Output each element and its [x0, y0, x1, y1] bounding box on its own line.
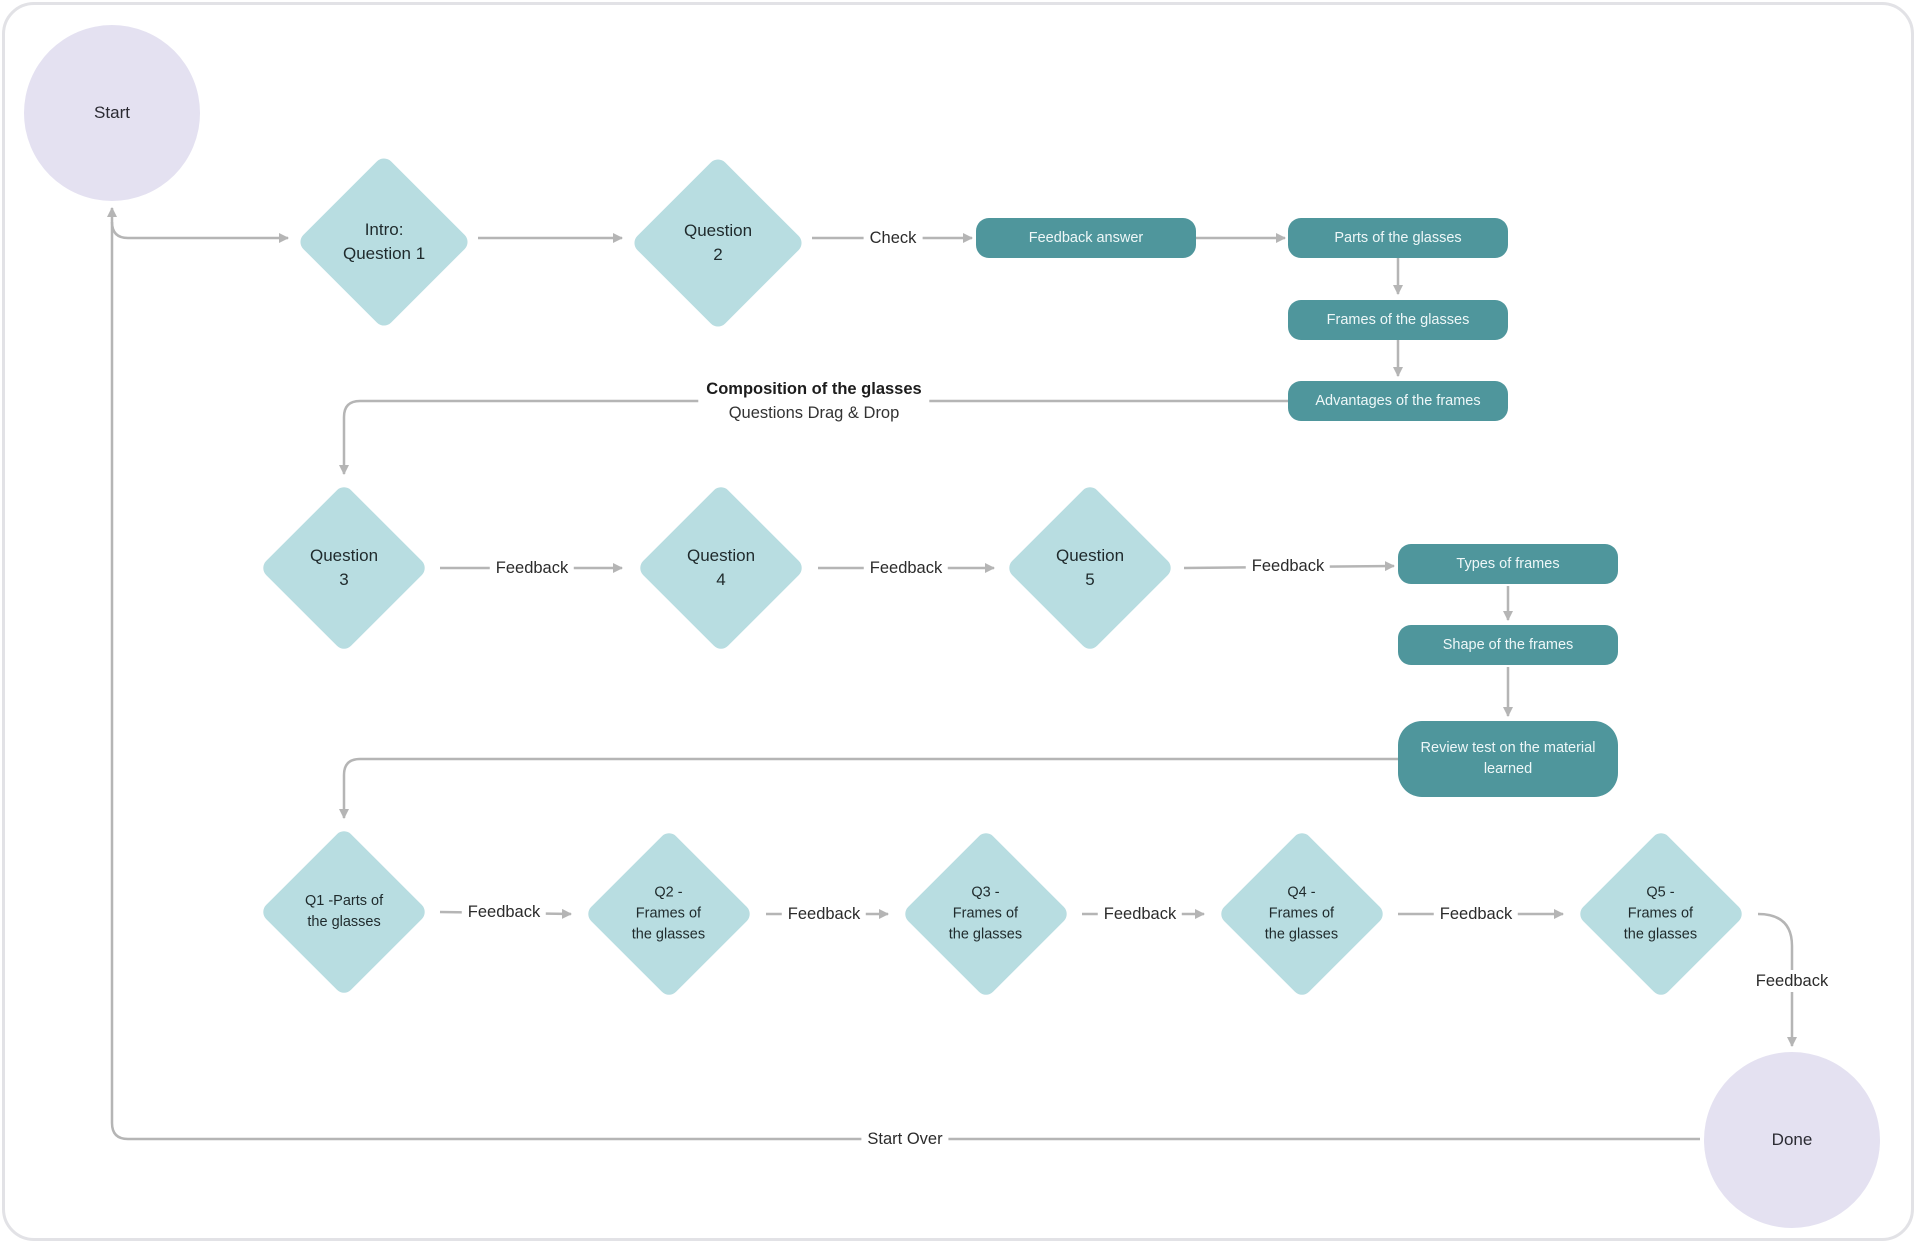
question-3-label: Question 3: [309, 545, 379, 589]
edge-start-intro: [110, 221, 289, 243]
check-label: Check: [863, 227, 923, 249]
feedback-label-q4-q5: Feedback: [863, 557, 949, 579]
parts-of-glasses-box[interactable]: Parts of the glasses: [1288, 218, 1508, 258]
start-over-label: Start Over: [861, 1128, 949, 1150]
edge-start-over: [107, 207, 1700, 1141]
frames-of-glasses-box[interactable]: Frames of the glasses: [1288, 300, 1508, 340]
feedback-label-rq2-rq3: Feedback: [781, 903, 867, 925]
types-of-frames-box[interactable]: Types of frames: [1398, 544, 1618, 584]
feedback-label-rq5-done: Feedback: [1749, 970, 1835, 992]
review-q4-label: Q4 - Frames of the glasses: [1265, 884, 1339, 943]
advantages-of-frames-box[interactable]: Advantages of the frames: [1288, 381, 1508, 421]
composition-title: Composition of the glasses: [706, 380, 922, 398]
feedback-label-rq1-rq2: Feedback: [461, 901, 547, 923]
feedback-label-rq3-rq4: Feedback: [1097, 903, 1183, 925]
feedback-answer-box[interactable]: Feedback answer: [976, 218, 1196, 258]
review-q2-label: Q2 - Frames of the glasses: [632, 884, 706, 943]
done-node[interactable]: Done: [1704, 1052, 1880, 1228]
edge-review-rq1: [339, 757, 1398, 819]
start-node[interactable]: Start: [24, 25, 200, 201]
composition-subtitle: Questions Drag & Drop: [728, 404, 900, 422]
composition-section-label: Composition of the glasses Questions Dra…: [698, 377, 930, 425]
review-q5-label: Q5 - Frames of the glasses: [1624, 884, 1698, 943]
intro-question-1-label: Intro: Question 1: [342, 219, 426, 263]
question-5-label: Question 5: [1055, 545, 1125, 589]
feedback-label-rq4-rq5: Feedback: [1433, 903, 1519, 925]
review-q3-label: Q3 - Frames of the glasses: [949, 884, 1023, 943]
shape-of-frames-box[interactable]: Shape of the frames: [1398, 625, 1618, 665]
feedback-label-q3-q4: Feedback: [489, 557, 575, 579]
review-test-box[interactable]: Review test on the material learned: [1398, 721, 1618, 797]
review-q1-label: Q1 -Parts of the glasses: [304, 892, 384, 930]
edge-adv-q3: [339, 399, 1288, 475]
edge-rq5-done: [1757, 912, 1797, 1047]
feedback-label-q5-types: Feedback: [1245, 555, 1331, 577]
question-4-label: Question 4: [686, 545, 756, 589]
question-2-label: Question 2: [683, 220, 753, 264]
